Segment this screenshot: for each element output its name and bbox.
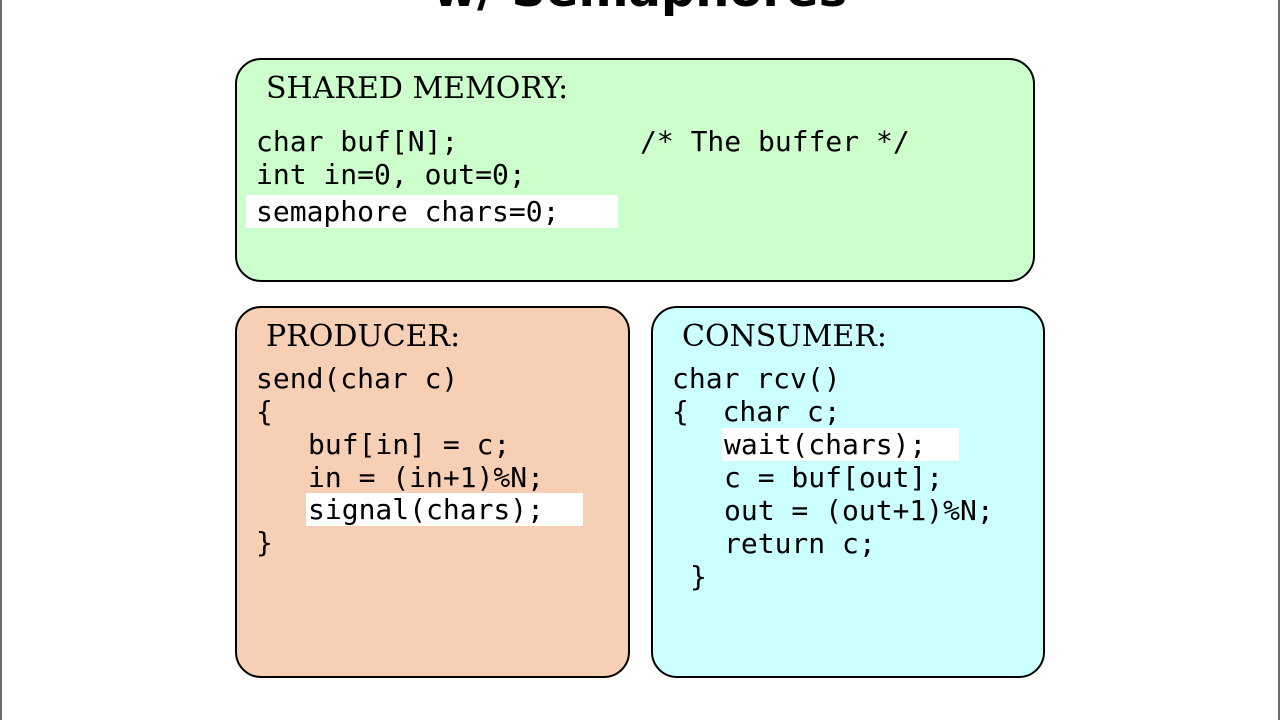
shared-code-comment: /* The buffer */ [640,125,910,158]
consumer-code-read: c = buf[out]; [724,461,944,494]
producer-code-store: buf[in] = c; [308,428,511,461]
consumer-code-return: return c; [724,527,876,560]
slide-right-edge [1278,0,1280,720]
producer-code-signature: send(char c) [256,362,459,395]
consumer-code-increment: out = (out+1)%N; [724,494,994,527]
shared-code-line-in-out: int in=0, out=0; [256,158,526,191]
consumer-wait-highlight: wait(chars); [722,428,959,461]
consumer-code-signature: char rcv() [672,362,841,395]
shared-memory-box [235,58,1035,282]
producer-code-close-brace: } [256,526,273,559]
shared-memory-heading: SHARED MEMORY: [266,71,569,106]
producer-code-open-brace: { [256,395,273,428]
consumer-code-declare: { char c; [672,395,841,428]
producer-code-increment: in = (in+1)%N; [308,461,545,494]
producer-heading: PRODUCER: [266,319,461,354]
shared-code-line-buf: char buf[N]; [256,125,459,158]
consumer-box [651,306,1045,678]
slide-title: w/ Semaphores [0,0,1280,18]
producer-box [235,306,630,678]
slide-left-edge [0,0,2,720]
consumer-code-close-brace: } [690,560,707,593]
consumer-heading: CONSUMER: [682,319,887,354]
producer-signal-highlight: signal(chars); [306,493,583,526]
shared-semaphore-highlight: semaphore chars=0; [246,195,618,228]
